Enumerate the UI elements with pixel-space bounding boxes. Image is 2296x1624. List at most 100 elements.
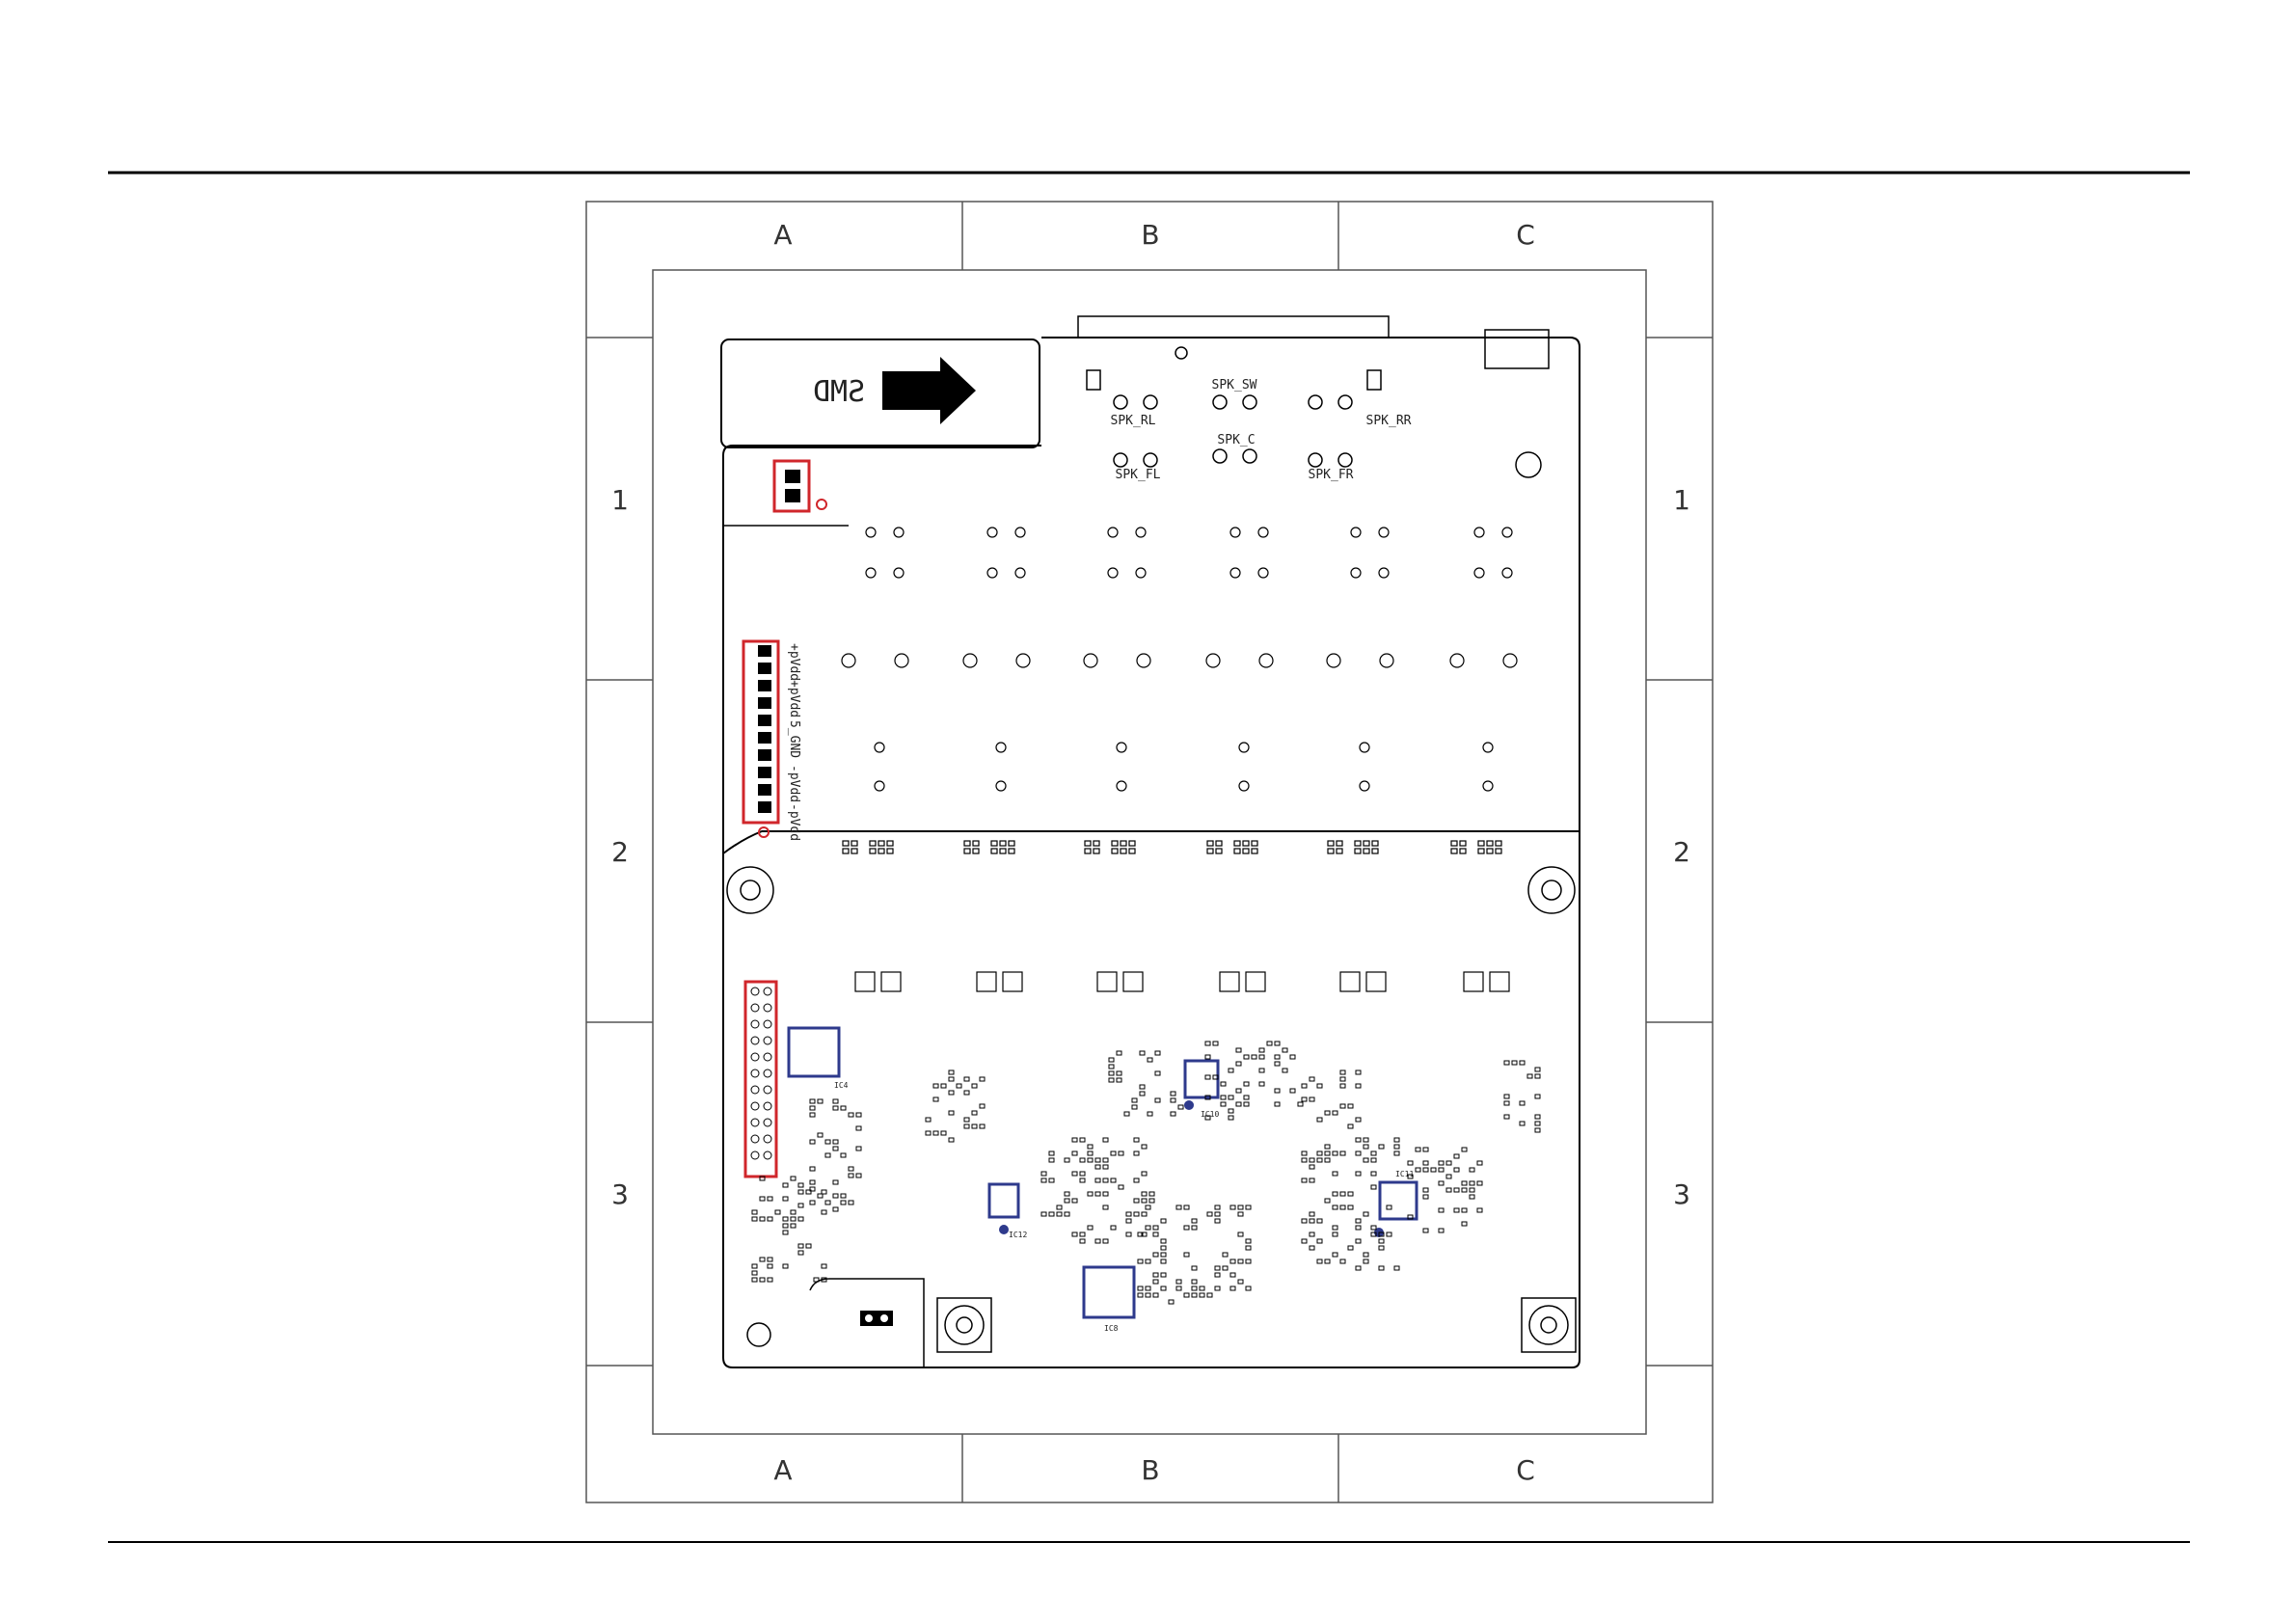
- smd-pad: [1111, 1226, 1116, 1230]
- smd-pad: [1333, 1172, 1337, 1176]
- smd-pad: [1171, 1112, 1175, 1116]
- smd-pad: [841, 1194, 846, 1198]
- smd-pad: [1477, 1161, 1482, 1165]
- col-label-top-a: A: [773, 219, 792, 251]
- signal-connector-pin: [764, 1069, 771, 1077]
- smd-pad: [1246, 1205, 1251, 1209]
- channel-via: [996, 743, 1006, 752]
- smd-pad: [1142, 1172, 1147, 1176]
- smd-pad: [810, 1201, 815, 1204]
- smd-pad: [768, 1264, 772, 1268]
- smd-pad: [1161, 1219, 1166, 1223]
- smd-pad: [1049, 1212, 1054, 1216]
- smd-pad: [783, 1231, 788, 1234]
- channel-pad: [1009, 841, 1014, 846]
- top-connector: [1078, 316, 1389, 338]
- smd-pad: [791, 1217, 796, 1221]
- smd-pad: [1103, 1178, 1108, 1182]
- channel-via: [1239, 781, 1249, 791]
- ic-dot-ic10: [1184, 1100, 1194, 1110]
- highlight-marker-top: [817, 500, 826, 509]
- smd-pad: [1205, 1075, 1210, 1079]
- smd-pad: [1310, 1212, 1314, 1216]
- channel-via: [1360, 781, 1369, 791]
- smd-pad: [1317, 1219, 1322, 1223]
- smd-pad: [1340, 1104, 1345, 1108]
- smd-pad: [1333, 1205, 1337, 1209]
- smd-pad: [1454, 1188, 1459, 1192]
- smd-pad: [1535, 1128, 1540, 1132]
- smd-pad: [949, 1077, 954, 1081]
- smd-pad: [818, 1194, 823, 1198]
- channel-terminal: [1016, 654, 1030, 667]
- smd-pad: [1283, 1048, 1287, 1052]
- smd-pad: [1275, 1102, 1280, 1106]
- row-label-left-1: 1: [611, 484, 629, 516]
- smd-pad: [822, 1264, 826, 1268]
- smd-pad: [1229, 1109, 1233, 1113]
- smd-pad: [1340, 1070, 1345, 1074]
- smd-pad: [1146, 1286, 1150, 1290]
- smd-pad: [768, 1258, 772, 1261]
- power-connector-pin: [758, 801, 771, 813]
- smd-pad: [1333, 1151, 1337, 1155]
- channel-pad: [1364, 849, 1369, 853]
- smd-pad: [1080, 1232, 1085, 1236]
- smd-pad: [1215, 1273, 1220, 1277]
- smd-pad: [818, 1133, 823, 1137]
- channel-via: [1351, 528, 1361, 537]
- signal-connector-pin: [751, 1020, 759, 1028]
- channel-via: [996, 781, 1006, 791]
- smd-pad: [1340, 1205, 1345, 1209]
- smd-pad: [1290, 1055, 1295, 1059]
- smd-pad: [1454, 1168, 1459, 1172]
- smd-pad: [1356, 1226, 1361, 1230]
- smd-pad: [1325, 1151, 1330, 1155]
- smd-pad: [926, 1131, 931, 1135]
- smd-pad: [849, 1167, 853, 1171]
- smd-pad: [752, 1217, 757, 1221]
- smd-pad: [1230, 1286, 1235, 1290]
- channel-pad: [1337, 849, 1342, 853]
- channel-terminal: [1503, 654, 1517, 667]
- smd-pad: [783, 1197, 788, 1201]
- smd-pad: [1310, 1077, 1314, 1081]
- smd-pad: [1223, 1266, 1228, 1270]
- bottom-jumper-pin-1: [865, 1314, 873, 1322]
- smd-pad: [1477, 1181, 1482, 1185]
- smd-pad: [1192, 1293, 1197, 1297]
- channel-pad: [1009, 849, 1014, 853]
- smd-pad: [1317, 1084, 1322, 1088]
- channel-pad: [887, 841, 893, 846]
- channel-pad: [1252, 841, 1257, 846]
- smd-pad: [1439, 1208, 1444, 1212]
- channel-via: [1360, 743, 1369, 752]
- smd-pad: [1379, 1239, 1384, 1243]
- smd-pad: [1111, 1178, 1116, 1182]
- channel-pad: [1243, 849, 1249, 853]
- smd-pad: [964, 1091, 969, 1095]
- smd-pad: [1103, 1239, 1108, 1243]
- row-label-right-2: 2: [1673, 836, 1690, 868]
- smd-pad: [775, 1210, 780, 1214]
- smd-pad: [1138, 1259, 1143, 1263]
- smd-pad: [1142, 1192, 1147, 1196]
- smd-pad: [1244, 1055, 1249, 1059]
- smd-pad: [1080, 1138, 1085, 1142]
- channel-pad: [1372, 849, 1378, 853]
- smd-pad: [1140, 1085, 1145, 1089]
- smd-pad: [1192, 1286, 1197, 1290]
- smd-pad: [1446, 1161, 1451, 1165]
- row-label-left-2: 2: [611, 836, 629, 868]
- smd-pad: [775, 1210, 780, 1214]
- smd-pad: [1333, 1253, 1337, 1257]
- smd-pad: [1371, 1185, 1376, 1189]
- smd-pad: [833, 1180, 838, 1184]
- smd-pad: [1356, 1118, 1361, 1122]
- channel-pad: [1252, 849, 1257, 853]
- smd-pad: [1169, 1300, 1174, 1304]
- ic-highlight-ic11: [1380, 1182, 1417, 1219]
- smd-pad: [833, 1147, 838, 1150]
- smd-pad: [856, 1113, 861, 1117]
- smd-pad: [1124, 1112, 1129, 1116]
